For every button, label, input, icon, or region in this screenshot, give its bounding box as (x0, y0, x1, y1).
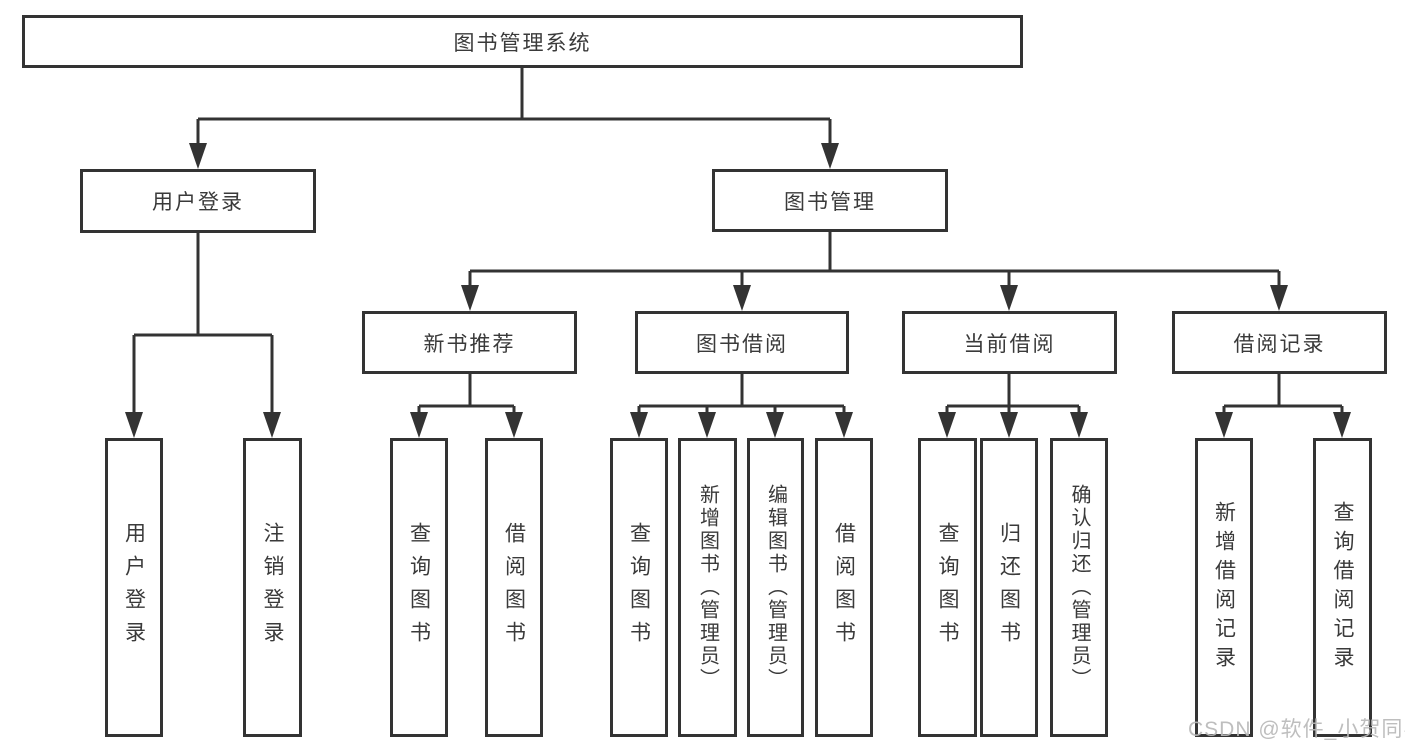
leaf-borrowing-borrow-books: 借阅图书 (815, 438, 873, 737)
leaf-borrowing-query-books: 查询图书 (610, 438, 668, 737)
leaf-add-books-admin: 新增图书（管理员） (678, 438, 737, 737)
leaf-add-borrow-record-label: 新增借阅记录 (1212, 500, 1236, 675)
leaf-edit-books-admin-label: 编辑图书（管理员） (764, 484, 787, 691)
leaf-return-books: 归还图书 (980, 438, 1038, 737)
leaf-return-books-label: 归还图书 (997, 521, 1021, 654)
leaf-add-borrow-record: 新增借阅记录 (1195, 438, 1253, 737)
leaf-confirm-return-admin-label: 确认归还（管理员） (1068, 484, 1090, 691)
leaf-add-books-admin-label: 新增图书（管理员） (696, 484, 719, 691)
leaf-recommend-borrow-books: 借阅图书 (485, 438, 543, 737)
node-current-borrowing-label: 当前借阅 (963, 332, 1056, 356)
connector-borrowing-records-to-leaves (1215, 374, 1351, 438)
connector-new-book-recommend-to-leaves (410, 374, 523, 438)
node-new-book-recommend: 新书推荐 (362, 311, 577, 374)
node-borrowing-records: 借阅记录 (1172, 311, 1387, 374)
node-book-borrowing-label: 图书借阅 (696, 332, 788, 356)
leaf-borrowing-query-books-label: 查询图书 (627, 521, 651, 654)
connector-user-login-to-leaves (125, 233, 281, 438)
connector-book-borrowing-to-leaves (630, 374, 853, 438)
leaf-query-borrow-record-label: 查询借阅记录 (1331, 500, 1354, 675)
leaf-recommend-query-books-label: 查询图书 (407, 521, 431, 654)
node-user-login: 用户登录 (80, 169, 316, 233)
node-user-login-label: 用户登录 (152, 191, 244, 214)
connector-root-to-level2 (189, 68, 839, 169)
leaf-current-query-books-label: 查询图书 (936, 521, 959, 654)
leaf-borrowing-borrow-books-label: 借阅图书 (832, 521, 856, 654)
connector-current-borrowing-to-leaves (938, 374, 1088, 438)
node-new-book-recommend-label: 新书推荐 (423, 332, 516, 356)
node-book-borrowing: 图书借阅 (635, 311, 849, 374)
csdn-watermark: CSDN @软件_小贺同学 (1188, 718, 1405, 741)
leaf-logout: 注销登录 (243, 438, 302, 737)
leaf-user-login: 用户登录 (105, 438, 163, 737)
leaf-current-query-books: 查询图书 (918, 438, 977, 737)
leaf-recommend-query-books: 查询图书 (390, 438, 448, 737)
node-borrowing-records-label: 借阅记录 (1233, 332, 1326, 356)
leaf-query-borrow-record: 查询借阅记录 (1313, 438, 1372, 737)
node-root: 图书管理系统 (22, 15, 1023, 68)
connector-book-management-to-level3 (461, 232, 1288, 311)
leaf-confirm-return-admin: 确认归还（管理员） (1050, 438, 1108, 737)
node-root-label: 图书管理系统 (453, 31, 592, 55)
node-book-management-label: 图书管理 (784, 190, 876, 214)
node-book-management: 图书管理 (712, 169, 948, 232)
leaf-recommend-borrow-books-label: 借阅图书 (502, 521, 526, 654)
leaf-edit-books-admin: 编辑图书（管理员） (747, 438, 804, 737)
node-current-borrowing: 当前借阅 (902, 311, 1117, 374)
leaf-user-login-label: 用户登录 (122, 521, 146, 654)
leaf-logout-label: 注销登录 (261, 521, 284, 654)
